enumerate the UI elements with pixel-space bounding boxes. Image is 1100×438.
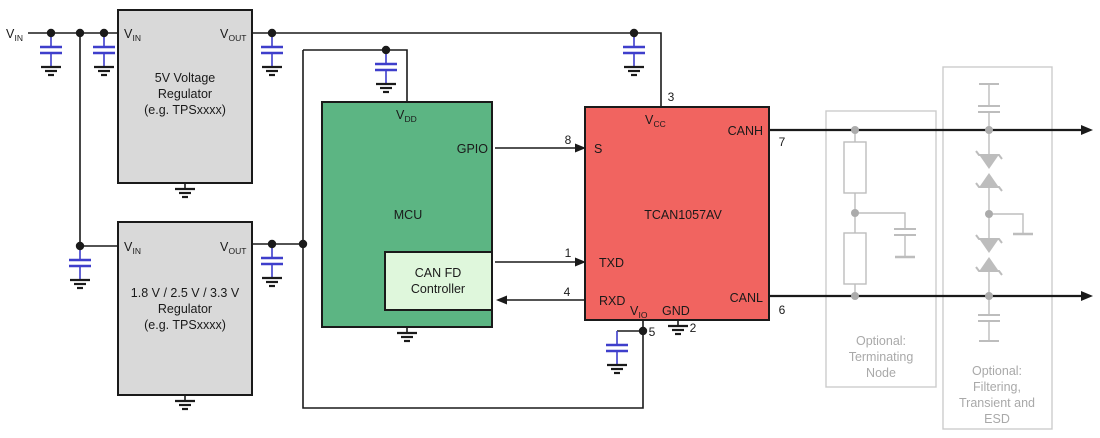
reglv-title-line1: 1.8 V / 2.5 V / 3.3 V: [131, 286, 240, 300]
lv-regulator-block: [117, 221, 253, 396]
reg5v-title-line1: 5V Voltage: [155, 71, 216, 85]
reglv-vout-pin-sub: OUT: [229, 246, 247, 256]
reg5v-vout-pin-sub: OUT: [229, 33, 247, 43]
5v-regulator-block: [117, 9, 253, 184]
wires: [28, 32, 1084, 409]
esd-caption-line3: Transient and: [959, 396, 1035, 410]
optional-esd-block: [942, 66, 1053, 430]
pin-number-rxd: 4: [564, 285, 571, 299]
reg5v-vout-pin-label: V: [220, 27, 229, 41]
5v-regulator-ground: [173, 181, 197, 199]
gpio-arrow: [575, 143, 586, 153]
reg5v-vin-pin-sub: IN: [133, 33, 142, 43]
pin-number-canl: 6: [779, 303, 786, 317]
xcvr-rxd-pin-label: RXD: [599, 294, 625, 308]
reglv-vout-pin-label: V: [220, 240, 229, 254]
input-capacitor-2: [91, 31, 117, 77]
filter-capacitor-top: [978, 105, 1000, 113]
reg5v-vin-pin-label: V: [124, 27, 133, 41]
esd-caption-line2: Filtering,: [973, 380, 1021, 394]
tvs-diode-top: [975, 150, 1003, 192]
canh-arrow: [1081, 125, 1093, 135]
lv-output-capacitor: [259, 242, 285, 288]
lv-regulator-ground: [173, 393, 197, 411]
pin-number-gnd: 2: [690, 321, 697, 335]
esd-caption-line4: ESD: [984, 412, 1010, 426]
xcvr-vcc-pin-label: V: [645, 113, 654, 127]
rxd-arrow: [496, 295, 507, 305]
can-fd-label-line2: Controller: [411, 282, 465, 296]
pin-number-canh: 7: [779, 135, 786, 149]
esd-caption-line1: Optional:: [972, 364, 1022, 378]
reglv-title-line3: (e.g. TPSxxxx): [144, 318, 226, 332]
termination-resistor-bottom: [843, 232, 867, 285]
mcu-vdd-pin-label: V: [396, 108, 405, 122]
pin-number-vcc: 3: [668, 90, 675, 104]
reglv-vin-pin-label: V: [124, 240, 133, 254]
pin-number-s: 8: [565, 133, 572, 147]
transceiver-gnd-pin-ground: [666, 318, 690, 336]
xcvr-txd-pin-label: TXD: [599, 256, 624, 270]
termination-capacitor: [894, 228, 916, 236]
esd-box: [942, 66, 1053, 430]
junction-dots: [46, 28, 993, 336]
vcc-capacitor: [621, 31, 647, 77]
txd-arrow: [575, 257, 586, 267]
xcvr-gnd-pin-label: GND: [662, 304, 690, 318]
terminating-caption-line1: Optional:: [856, 334, 906, 348]
filter-capacitor-bottom: [978, 314, 1000, 322]
xcvr-canl-pin-label: CANL: [730, 291, 763, 305]
vin-supply-label-sub: IN: [15, 33, 24, 43]
vdd-capacitor: [373, 48, 399, 94]
transceiver-block: [584, 106, 770, 321]
pin-number-vio: 5: [649, 325, 656, 339]
mcu-vdd-pin-sub: DD: [405, 114, 417, 124]
xcvr-vio-pin-label: V: [630, 304, 639, 318]
input-capacitor-1: [38, 31, 64, 77]
xcvr-vio-pin-sub: IO: [639, 310, 648, 320]
reglv-vin-pin-sub: IN: [133, 246, 142, 256]
can-fd-controller-block: [384, 251, 493, 311]
vio-capacitor: [604, 329, 630, 375]
xcvr-vcc-pin-sub: CC: [654, 119, 666, 129]
reg5v-title-line3: (e.g. TPSxxxx): [144, 103, 226, 117]
terminating-caption-line3: Node: [866, 366, 896, 380]
reg5v-title-line2: Regulator: [158, 87, 212, 101]
termination-resistor-top: [843, 141, 867, 194]
canl-arrow: [1081, 291, 1093, 301]
xcvr-s-pin-label: S: [594, 142, 602, 156]
can-fd-label-line1: CAN FD: [415, 266, 462, 280]
mcu-gpio-pin-label: GPIO: [457, 142, 489, 156]
mcu-title: MCU: [394, 208, 422, 222]
tvs-diode-bottom: [975, 234, 1003, 276]
arrowheads: [496, 125, 1093, 305]
lv-input-capacitor: [67, 244, 93, 290]
terminating-node-box: [825, 110, 937, 388]
xcvr-title: TCAN1057AV: [644, 208, 722, 222]
pin-number-txd: 1: [565, 246, 572, 260]
mcu-ground: [395, 325, 419, 343]
terminating-caption-line2: Terminating: [849, 350, 914, 364]
xcvr-canh-pin-label: CANH: [728, 124, 763, 138]
text-layer: V IN V IN V OUT 5V Voltage Regulator (e.…: [6, 27, 1035, 426]
vin-supply-label: V: [6, 27, 15, 41]
5v-output-capacitor: [259, 31, 285, 77]
reglv-title-line2: Regulator: [158, 302, 212, 316]
